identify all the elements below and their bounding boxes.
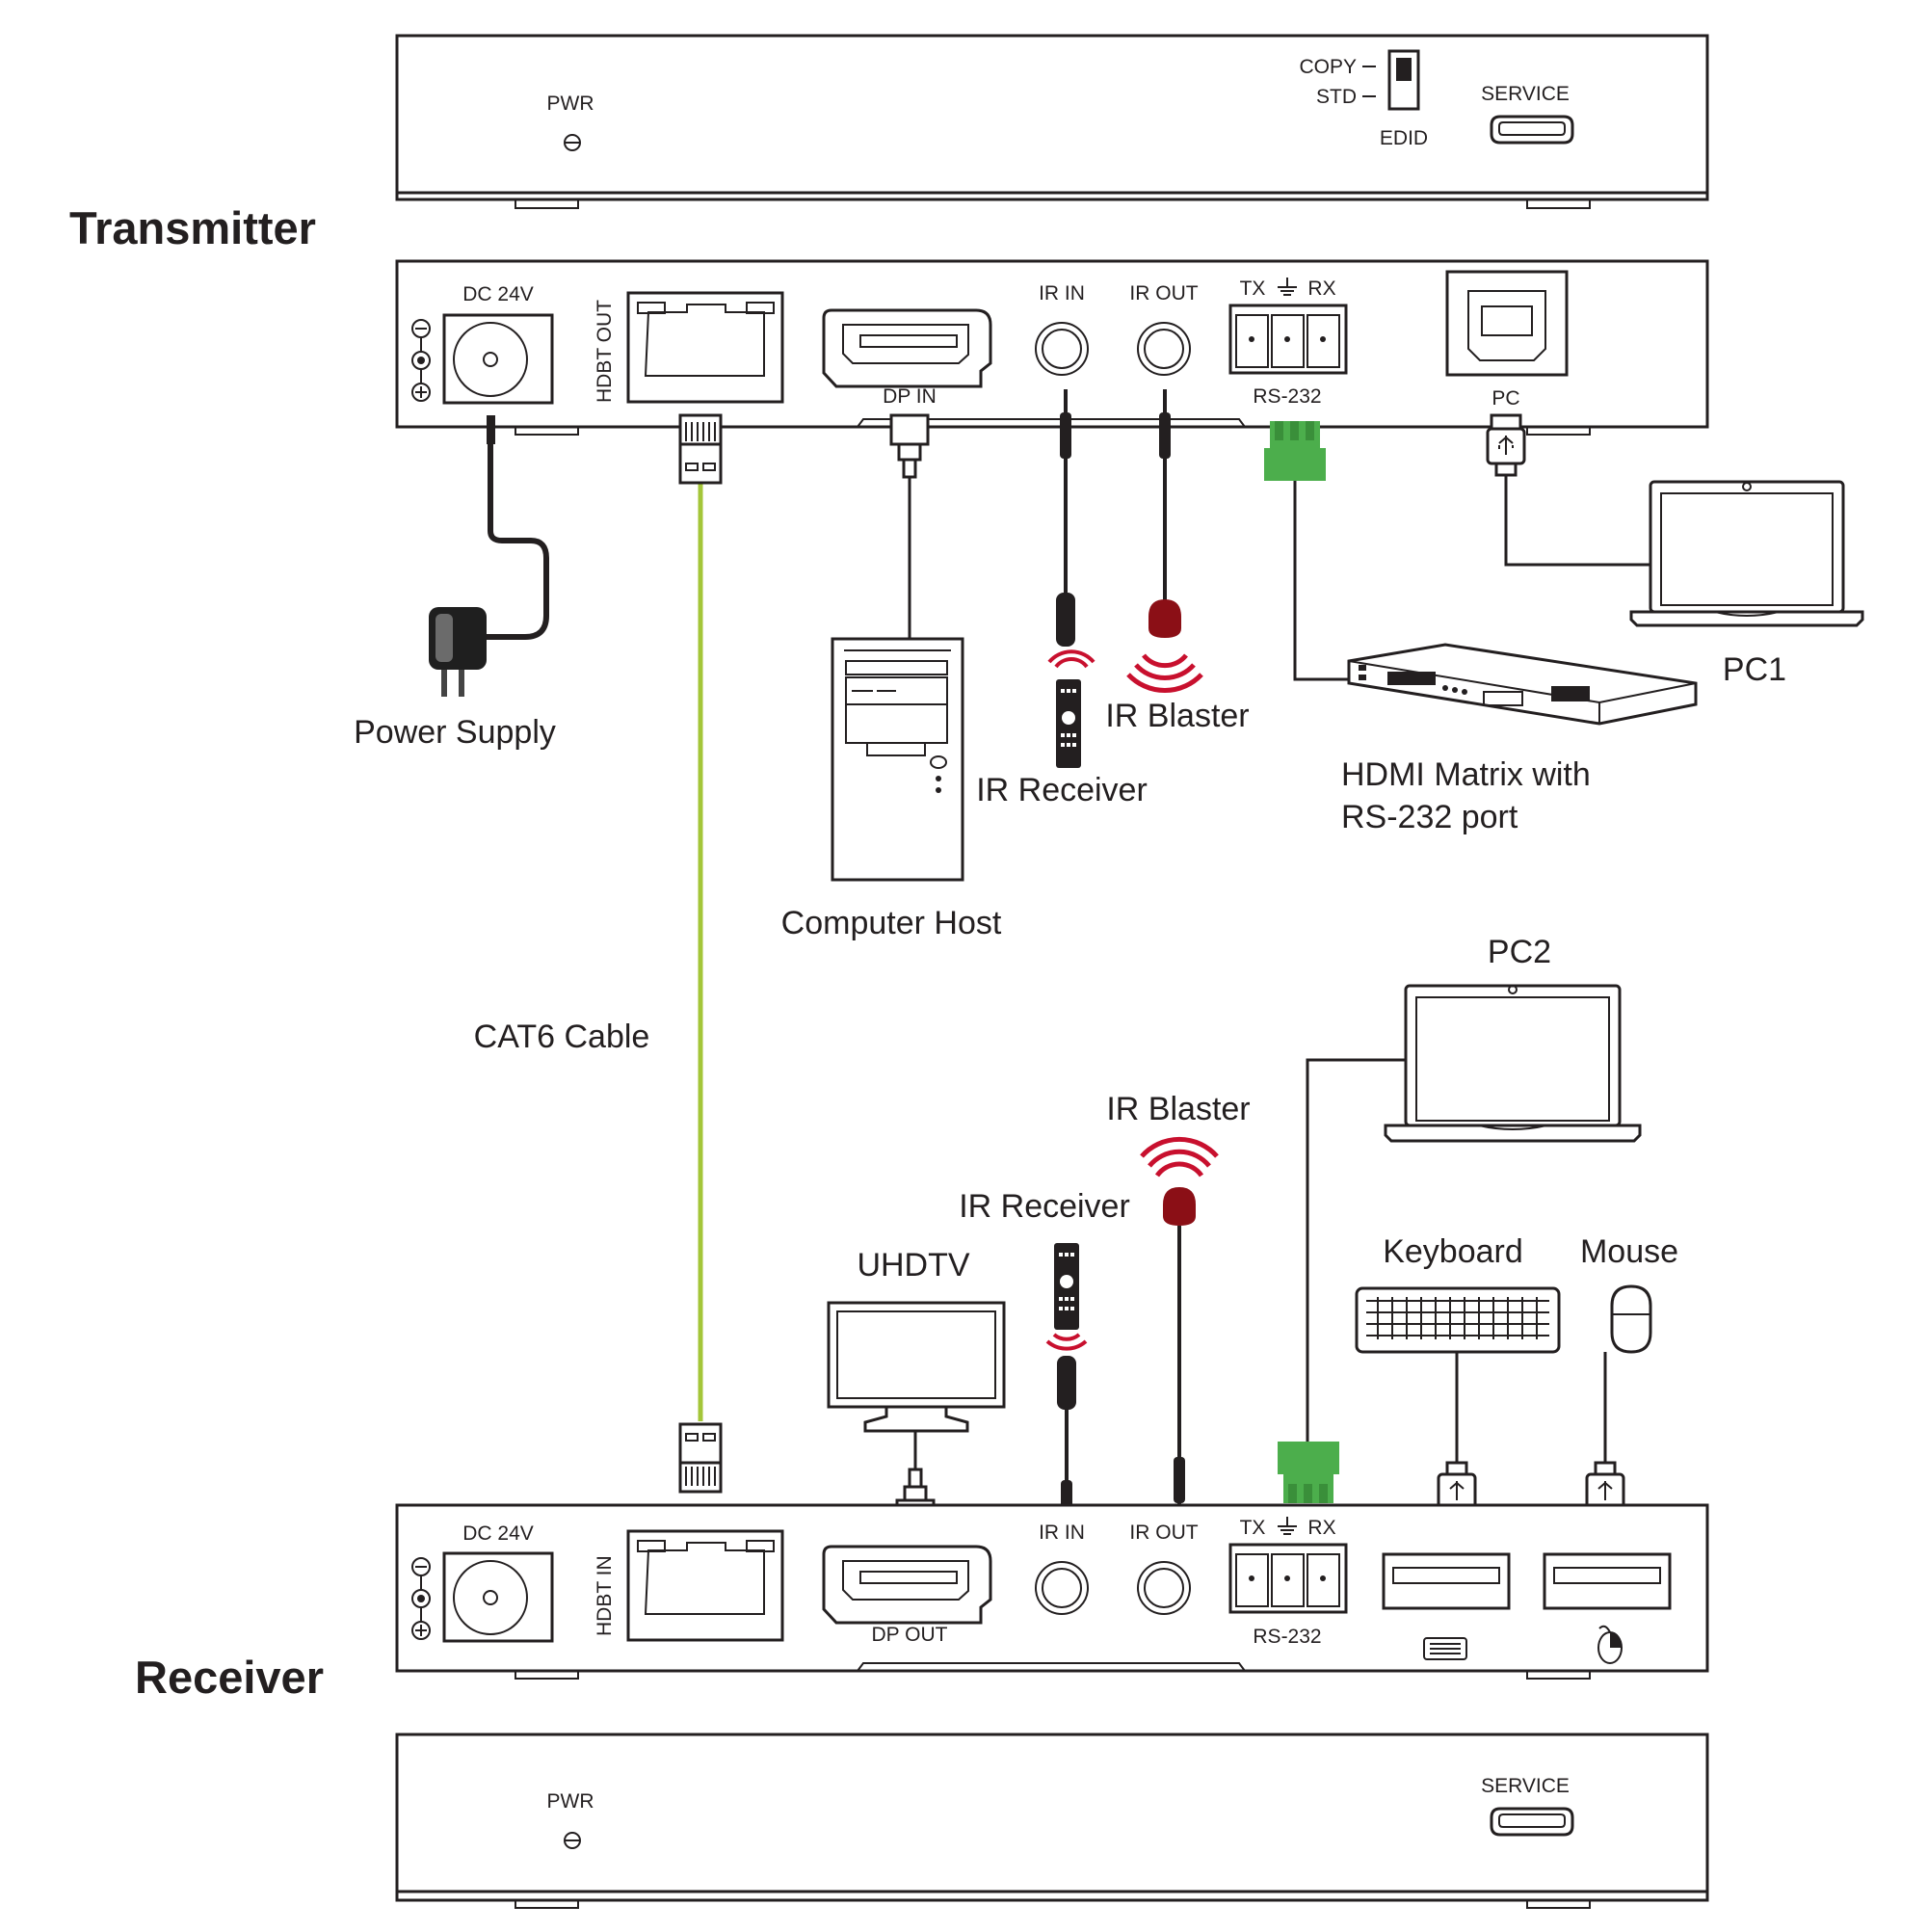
tx-ir-receiver-cable — [1056, 389, 1075, 647]
tx-ir-receiver-label: IR Receiver — [976, 772, 1148, 808]
hdmi-matrix-icon — [1347, 643, 1698, 726]
edid-std-label: STD — [1316, 86, 1357, 108]
rx-ir-receiver-label: IR Receiver — [959, 1188, 1130, 1225]
tx-ir-blaster-label: IR Blaster — [1105, 698, 1249, 734]
rx-ir-blaster-label: IR Blaster — [1106, 1091, 1250, 1127]
tx-rs232-terminal[interactable] — [1228, 304, 1348, 375]
pc1-label: PC1 — [1723, 651, 1786, 688]
rx-ir-blaster-icon — [1140, 1136, 1219, 1226]
receiver-bottom-panel: PWR SERVICE — [395, 1733, 1709, 1909]
receiver-rear-panel: DC 24V HDBT IN DP OUT IR IN IR OUT TX RX — [395, 1503, 1709, 1680]
tx-dp-in-port[interactable] — [822, 308, 992, 388]
rx-dc-label: DC 24V — [462, 1522, 534, 1545]
rx-ir-blaster-cable — [1174, 1226, 1185, 1530]
mouse-usb-cable — [1585, 1352, 1625, 1524]
tx-hdbt-rj45-port[interactable] — [626, 291, 784, 404]
transmitter-rear-panel: DC 24V HDBT OUT DP IN IR IN IR OUT TX RX — [395, 259, 1709, 436]
tx-rs232-tx-label: TX — [1240, 278, 1266, 300]
tx-pc-label: PC — [1491, 387, 1519, 410]
computer-host-label: Computer Host — [781, 905, 1002, 941]
edid-copy-label: COPY — [1299, 56, 1357, 78]
rx-dp-label: DP OUT — [872, 1624, 948, 1646]
transmitter-top-panel: PWR COPY STD EDID SERVICE — [395, 34, 1709, 209]
computer-host-icon — [831, 637, 964, 882]
keyboard-icon — [1355, 1286, 1561, 1354]
keyboard-port-icon — [1423, 1637, 1467, 1660]
uhdtv-label: UHDTV — [857, 1247, 969, 1284]
hdmi-matrix-label-line1: HDMI Matrix with — [1341, 756, 1591, 793]
tx-service-label: SERVICE — [1481, 83, 1570, 105]
mouse-port-icon — [1597, 1625, 1623, 1664]
tx-rs232-label: RS-232 — [1253, 385, 1321, 408]
tx-usb-cable — [1486, 413, 1650, 567]
power-supply-label: Power Supply — [354, 714, 556, 751]
tx-rs232-rx-label: RX — [1307, 278, 1335, 300]
tx-usb-b-pc-port[interactable] — [1445, 270, 1569, 377]
tx-pwr-led-icon — [564, 134, 581, 151]
edid-label: EDID — [1380, 127, 1428, 149]
tx-ir-out-jack[interactable] — [1137, 322, 1191, 376]
rx-rs232-tx-label: TX — [1240, 1517, 1266, 1539]
rx-ir-in-label: IR IN — [1039, 1522, 1085, 1544]
tx-ir-in-jack[interactable] — [1035, 322, 1089, 376]
rx-service-port-icon[interactable] — [1490, 1807, 1574, 1837]
tx-polarity-icon — [411, 319, 431, 402]
tx-rs232-cable — [1264, 421, 1372, 681]
tx-dc-jack[interactable] — [442, 313, 554, 405]
rx-rs232-rx-label: RX — [1307, 1517, 1335, 1539]
rx-hdbt-rj45-port[interactable] — [626, 1529, 784, 1642]
tx-service-port-icon[interactable] — [1490, 115, 1574, 145]
rx-polarity-icon — [411, 1557, 431, 1640]
rx-rj45-plug — [678, 1422, 723, 1494]
tx-rj45-plug — [678, 413, 723, 485]
tx-power-cable — [487, 415, 549, 640]
tx-dp-label: DP IN — [883, 385, 937, 408]
receiver-heading: Receiver — [135, 1652, 324, 1703]
tx-ground-icon — [1278, 278, 1297, 296]
tx-ir-in-label: IR IN — [1039, 282, 1085, 304]
tx-hdbt-label: HDBT OUT — [594, 300, 616, 403]
tx-ir-out-label: IR OUT — [1129, 282, 1198, 304]
cat6-cable-label: CAT6 Cable — [474, 1019, 650, 1055]
rx-pwr-led-icon — [564, 1832, 581, 1849]
power-supply-icon — [429, 607, 487, 697]
tx-pwr-label: PWR — [547, 93, 594, 115]
pc2-laptop-icon — [1384, 984, 1642, 1143]
tx-ir-blaster-icon — [1126, 599, 1203, 693]
edid-switch[interactable] — [1387, 49, 1420, 111]
rx-dc-jack[interactable] — [442, 1551, 554, 1643]
rx-ir-in-jack[interactable] — [1035, 1561, 1089, 1615]
tx-dp-cable — [889, 413, 930, 639]
rx-rs232-cable — [1306, 1058, 1406, 1486]
rx-ir-receiver-cable — [1057, 1356, 1076, 1526]
tx-ir-remote-icon — [1047, 649, 1095, 768]
rx-ir-out-label: IR OUT — [1129, 1522, 1198, 1544]
rx-ground-icon — [1278, 1517, 1297, 1535]
tx-dc-label: DC 24V — [462, 283, 534, 305]
rx-ir-remote-icon — [1045, 1243, 1088, 1351]
keyboard-usb-cable — [1437, 1352, 1477, 1524]
cat6-cable — [678, 413, 723, 1494]
rx-rs232-plug — [1278, 1442, 1339, 1503]
tx-ir-blaster-cable — [1159, 389, 1171, 602]
rx-pwr-label: PWR — [547, 1790, 594, 1813]
rx-ir-out-jack[interactable] — [1137, 1561, 1191, 1615]
mouse-label: Mouse — [1580, 1233, 1678, 1270]
pc2-label: PC2 — [1488, 934, 1551, 970]
pc1-laptop-icon — [1629, 480, 1864, 627]
hdmi-matrix-label-line2: RS-232 port — [1341, 799, 1518, 835]
rx-service-label: SERVICE — [1481, 1775, 1570, 1797]
transmitter-heading: Transmitter — [69, 202, 316, 253]
rx-rs232-label: RS-232 — [1253, 1626, 1321, 1648]
rx-hdbt-label: HDBT IN — [594, 1555, 616, 1636]
rx-dp-out-port[interactable] — [822, 1545, 992, 1625]
rx-usb-a-keyboard-port[interactable] — [1382, 1552, 1511, 1610]
keyboard-label: Keyboard — [1383, 1233, 1523, 1270]
rx-rs232-terminal[interactable] — [1228, 1543, 1348, 1614]
mouse-icon — [1610, 1284, 1652, 1354]
rx-usb-a-mouse-port[interactable] — [1543, 1552, 1672, 1610]
uhdtv-icon — [827, 1301, 1006, 1433]
